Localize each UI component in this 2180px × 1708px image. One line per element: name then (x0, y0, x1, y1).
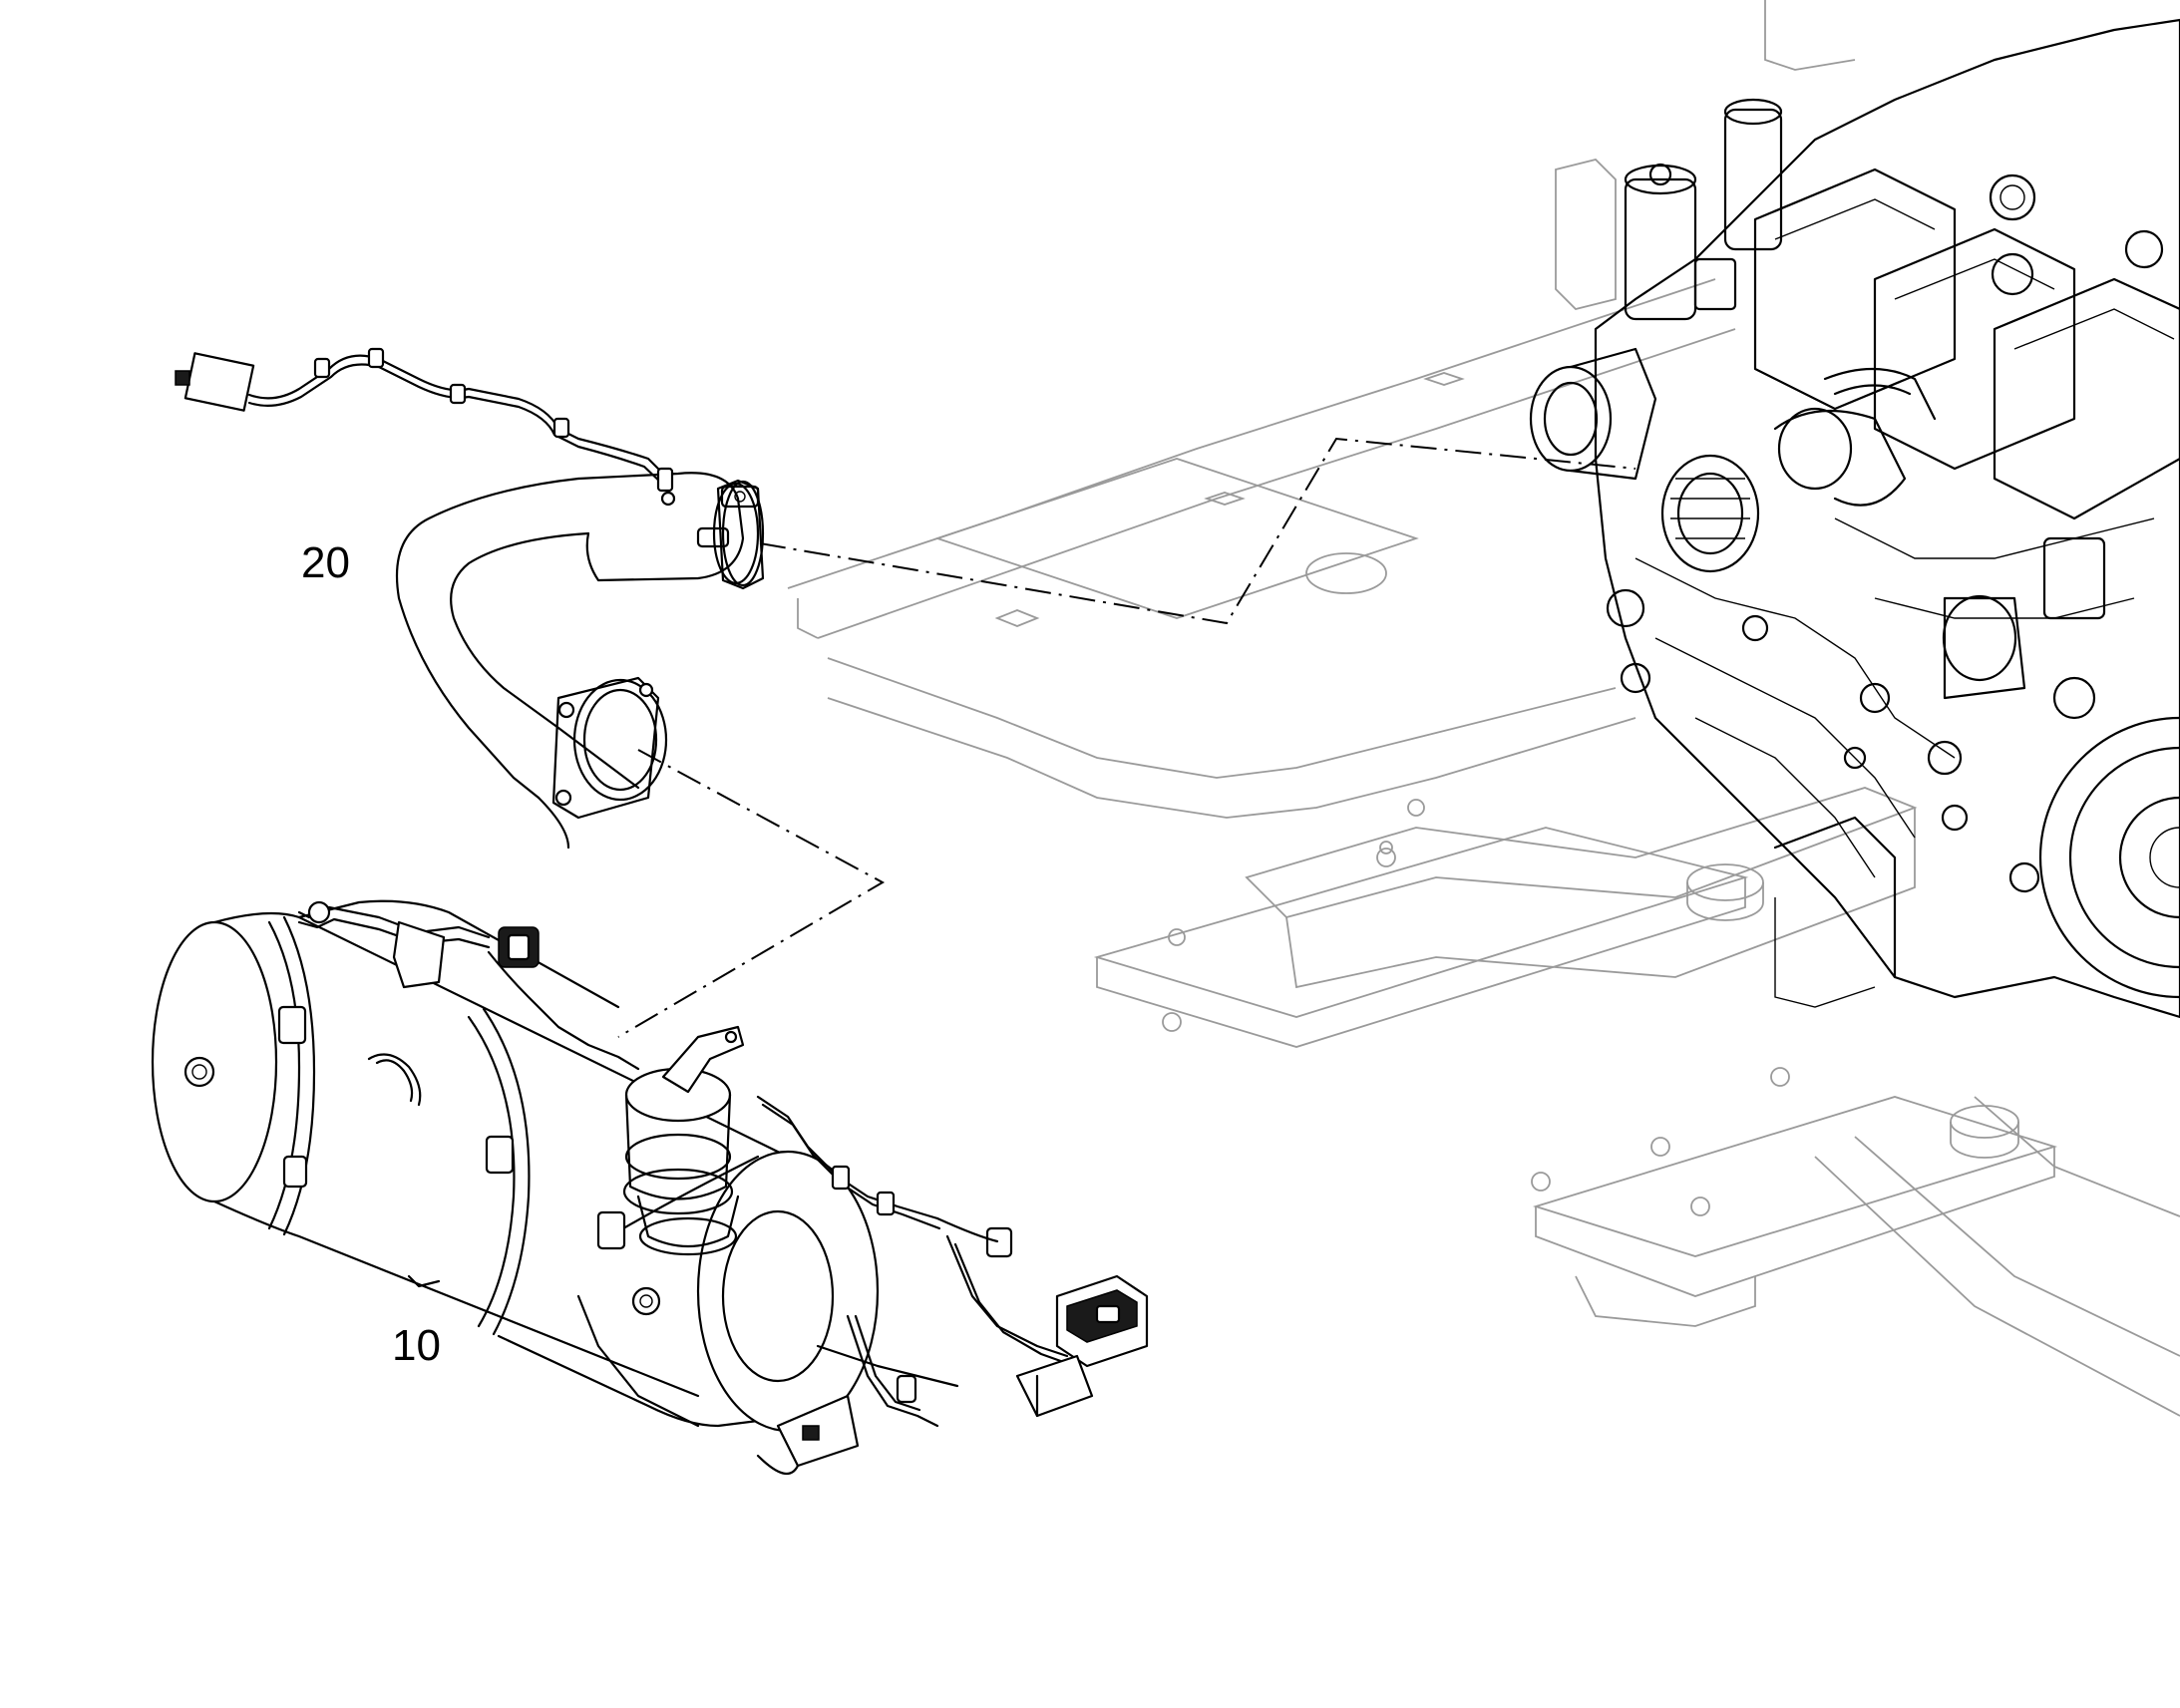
chassis-frame (787, 0, 2180, 1417)
callout-10: 10 (392, 1321, 441, 1370)
band-clamps (277, 1005, 626, 1250)
part-20-exhaust-pipe (175, 347, 765, 850)
canister-harness (487, 926, 1149, 1476)
turbocharger (1529, 347, 2026, 700)
flywheel (2038, 716, 2180, 999)
pipe-flange (551, 676, 668, 820)
callout-20: 20 (301, 538, 350, 587)
pipe-clamp (696, 479, 765, 590)
valve-covers (1753, 168, 2180, 520)
control-module (1055, 1274, 1149, 1368)
leader-lines (617, 437, 1636, 1038)
engine-block (1529, 18, 2180, 1019)
oil-filter-housing (1624, 98, 1783, 321)
sensor-harness (175, 347, 676, 507)
part-10-aftertreatment-canister (151, 899, 1149, 1476)
canister-inlet (622, 1025, 745, 1256)
